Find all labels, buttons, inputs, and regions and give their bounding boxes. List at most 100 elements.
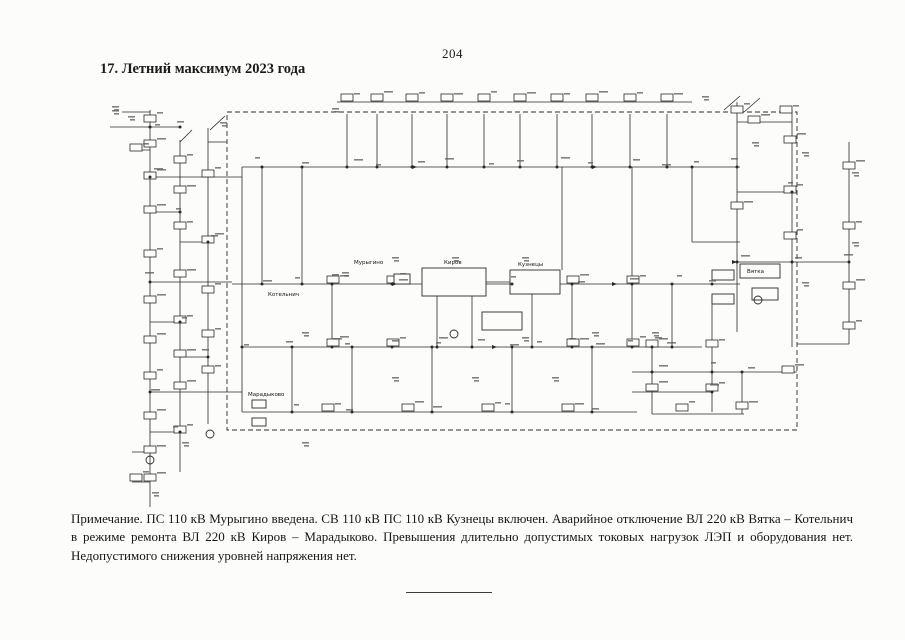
annotation-mark bbox=[340, 336, 349, 338]
annotation-mark bbox=[384, 91, 393, 93]
annotation-mark bbox=[454, 260, 459, 262]
station-box bbox=[143, 205, 157, 214]
annotation-mark bbox=[578, 281, 585, 283]
junction-dot bbox=[206, 355, 210, 359]
diagram-lines bbox=[110, 95, 850, 507]
annotation-mark bbox=[335, 403, 341, 405]
flow-arrow bbox=[732, 260, 737, 264]
annotation-mark bbox=[637, 92, 643, 94]
diagram-line bbox=[743, 97, 761, 113]
station-box bbox=[370, 93, 384, 102]
junction-dot bbox=[740, 370, 744, 374]
annotation-mark bbox=[157, 169, 166, 171]
annotation-mark bbox=[802, 152, 809, 154]
annotation-mark bbox=[580, 274, 589, 276]
annotation-mark bbox=[344, 275, 349, 277]
junction-dot bbox=[510, 282, 514, 286]
station-box bbox=[842, 221, 856, 230]
annotation-mark bbox=[659, 338, 668, 340]
diagram-label: Марадыково bbox=[248, 392, 285, 398]
annotation-mark bbox=[114, 113, 119, 115]
annotation-mark bbox=[594, 335, 599, 337]
annotation-mark bbox=[472, 377, 479, 379]
diagram-line bbox=[723, 95, 741, 111]
annotation-mark bbox=[741, 255, 750, 257]
generator-circle bbox=[145, 455, 155, 465]
station-box bbox=[340, 93, 354, 102]
annotation-mark bbox=[157, 333, 166, 335]
junction-dot bbox=[735, 165, 739, 169]
annotation-mark bbox=[495, 402, 501, 404]
annotation-mark bbox=[394, 260, 399, 262]
junction-dot bbox=[445, 165, 449, 169]
junction-dot bbox=[518, 165, 522, 169]
annotation-mark bbox=[537, 341, 542, 343]
annotation-mark bbox=[334, 111, 339, 113]
diagram-annotation-marks bbox=[112, 91, 865, 497]
station-box bbox=[201, 365, 215, 374]
annotation-mark bbox=[112, 110, 119, 112]
annotation-mark bbox=[294, 404, 299, 406]
station-box bbox=[129, 143, 143, 152]
annotation-mark bbox=[795, 364, 804, 366]
annotation-mark bbox=[596, 343, 605, 345]
annotation-mark bbox=[524, 340, 529, 342]
annotation-mark bbox=[797, 229, 803, 231]
junction-dot bbox=[300, 282, 304, 286]
annotation-mark bbox=[511, 276, 516, 278]
annotation-mark bbox=[856, 320, 862, 322]
substation-box bbox=[509, 269, 561, 295]
annotation-mark bbox=[797, 184, 803, 186]
annotation-mark bbox=[795, 257, 802, 259]
station-box bbox=[675, 403, 689, 412]
annotation-mark bbox=[445, 158, 454, 160]
annotation-mark bbox=[354, 159, 363, 161]
annotation-mark bbox=[640, 275, 646, 277]
annotation-mark bbox=[220, 122, 227, 124]
annotation-mark bbox=[215, 328, 221, 330]
junction-dot bbox=[470, 345, 474, 349]
station-box bbox=[645, 383, 659, 392]
annotation-mark bbox=[130, 119, 135, 121]
annotation-mark bbox=[187, 380, 196, 382]
junction-dot bbox=[510, 345, 514, 349]
annotation-mark bbox=[114, 109, 119, 111]
junction-dot bbox=[178, 320, 182, 324]
annotation-mark bbox=[478, 339, 485, 341]
annotation-mark bbox=[689, 401, 695, 403]
junction-dot bbox=[665, 165, 669, 169]
junction-dot bbox=[430, 410, 434, 414]
diagram-label: Мурыгино bbox=[354, 260, 384, 266]
junction-dot bbox=[148, 280, 152, 284]
annotation-mark bbox=[342, 272, 349, 274]
annotation-mark bbox=[376, 164, 381, 166]
station-box bbox=[321, 403, 335, 412]
annotation-mark bbox=[182, 317, 187, 319]
annotation-mark bbox=[667, 342, 676, 344]
station-box bbox=[201, 285, 215, 294]
station-box bbox=[783, 231, 797, 240]
annotation-mark bbox=[702, 96, 709, 98]
junction-dot bbox=[330, 282, 334, 286]
annotation-mark bbox=[654, 335, 659, 337]
station-box bbox=[326, 275, 340, 284]
annotation-mark bbox=[852, 172, 859, 174]
flow-arrow bbox=[492, 345, 497, 349]
junction-dot bbox=[260, 282, 264, 286]
annotation-mark bbox=[505, 403, 510, 405]
station-box bbox=[143, 371, 157, 380]
annotation-mark bbox=[630, 278, 639, 280]
diagram-label: Вятка bbox=[747, 269, 764, 275]
annotation-mark bbox=[215, 167, 221, 169]
annotation-mark bbox=[154, 168, 163, 170]
annotation-mark bbox=[704, 99, 709, 101]
annotation-mark bbox=[719, 339, 725, 341]
annotation-mark bbox=[112, 106, 119, 108]
station-box bbox=[566, 275, 580, 284]
station-box bbox=[173, 221, 187, 230]
annotation-mark bbox=[157, 409, 166, 411]
junction-dot bbox=[206, 240, 210, 244]
junction-dot bbox=[148, 175, 152, 179]
junction-dot bbox=[178, 210, 182, 214]
annotation-mark bbox=[761, 114, 770, 116]
